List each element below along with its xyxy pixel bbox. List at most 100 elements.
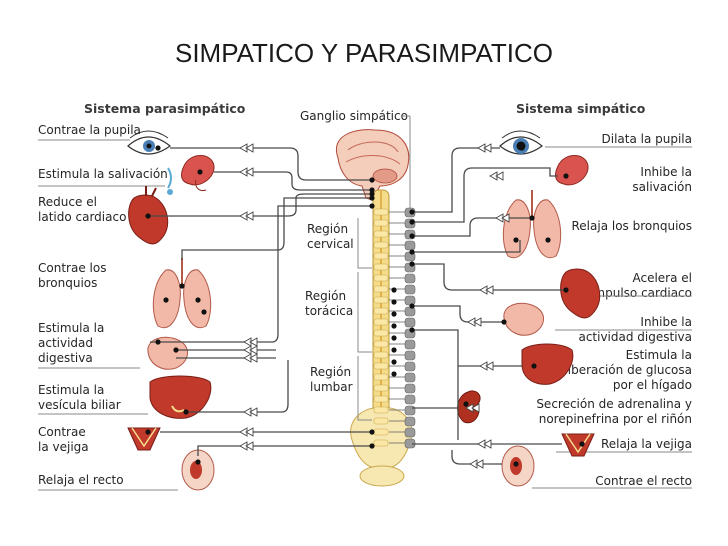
chain-ganglion [404,361,416,372]
signal-arrow [477,143,492,153]
vertebra [373,219,389,227]
signal-arrow [239,167,254,177]
chain-ganglion [404,284,416,295]
nerve-node [391,287,397,293]
signal-arrow [489,171,504,181]
nerve-node [463,401,469,407]
signal-arrow [495,213,510,223]
vertebra [373,428,389,436]
nerve-node [173,347,179,353]
vertebra [373,241,389,249]
nerve-symp-heart-1 [412,263,566,291]
sympathetic-chain [373,207,416,449]
pelvis [350,407,413,487]
nerve-node [409,219,415,225]
nerve-node [391,311,397,317]
nerve-symp-bronchi [412,217,532,237]
nerve-node [579,441,585,447]
vertebra [373,296,389,304]
liver-left [149,375,212,419]
nerve-symp-outflow [412,329,459,440]
vertebra [373,384,389,392]
nerve-para-rectum [197,445,372,456]
chain-ganglion [404,317,416,328]
signal-arrow [469,459,484,469]
nerve-node [409,233,415,239]
para-label-saliva: Estimula la salivación [38,167,168,181]
chain-ganglion [404,394,416,405]
liver-right [521,343,574,385]
nerve-node [195,297,201,303]
lungs-right [502,190,562,259]
rectum-right [501,445,535,487]
nerve-symp-saliva [412,167,558,223]
nerve-symp-heart-2 [412,240,521,253]
nerve-node [369,429,375,435]
signal-arrow [239,441,254,451]
parasympathetic-heading: Sistema parasimpático [84,101,246,116]
nerve-node [197,169,203,175]
nerve-node [409,327,415,333]
signal-arrow [239,427,254,437]
nerve-node [513,237,519,243]
signal-arrow [477,439,492,449]
chain-ganglion [404,273,416,284]
nerve-node [183,409,189,415]
nerve-node [391,335,397,341]
symp-label-rectum: Contrae el recto [595,474,692,488]
sympathetic-heading: Sistema simpático [516,101,646,116]
para-label-rectum: Relaja el recto [38,473,124,487]
nerve-node [145,213,151,219]
stomach-left [147,336,188,370]
nerve-node [501,319,507,325]
nerve-node [409,249,415,255]
nerve-node [545,237,551,243]
nerve-node [391,359,397,365]
ganglion-label: Ganglio simpático [300,109,408,123]
nerve-node [155,339,161,345]
nerve-node [145,429,151,435]
nerve-node [369,187,375,193]
signal-arrow [243,345,258,355]
nerve-node [563,287,569,293]
nerve-symp-digestion [412,305,504,323]
nerve-node [369,191,375,197]
vertebra [373,252,389,260]
signal-arrow [479,285,494,295]
signal-arrow [243,353,258,363]
bladder-left [127,427,161,451]
chain-ganglion [404,416,416,427]
signal-arrow [465,403,480,413]
nerve-symp-pupil [412,147,500,213]
nerve-node [563,173,569,179]
symp-label-bronchi: Relaja los bronquios [572,219,693,233]
nerve-node [195,459,201,465]
symp-label-bladder: Relaja la vejiga [601,437,692,451]
nerve-node [155,145,161,151]
salivary-gland-right [555,155,589,186]
nerve-nodes [145,145,585,467]
signal-arrow [243,407,258,417]
signal-arrows [239,143,510,469]
diagram-title: SIMPATICO Y PARASIMPATICO [175,38,553,68]
lungs-left [152,258,212,329]
nerve-node [409,261,415,267]
heart-right [560,268,601,319]
chain-ganglion [404,240,416,251]
nerve-node [163,297,169,303]
nerve-para-gallbladder [186,360,289,413]
nerve-node [519,145,525,151]
signal-arrow [467,317,482,327]
vertebra [373,351,389,359]
